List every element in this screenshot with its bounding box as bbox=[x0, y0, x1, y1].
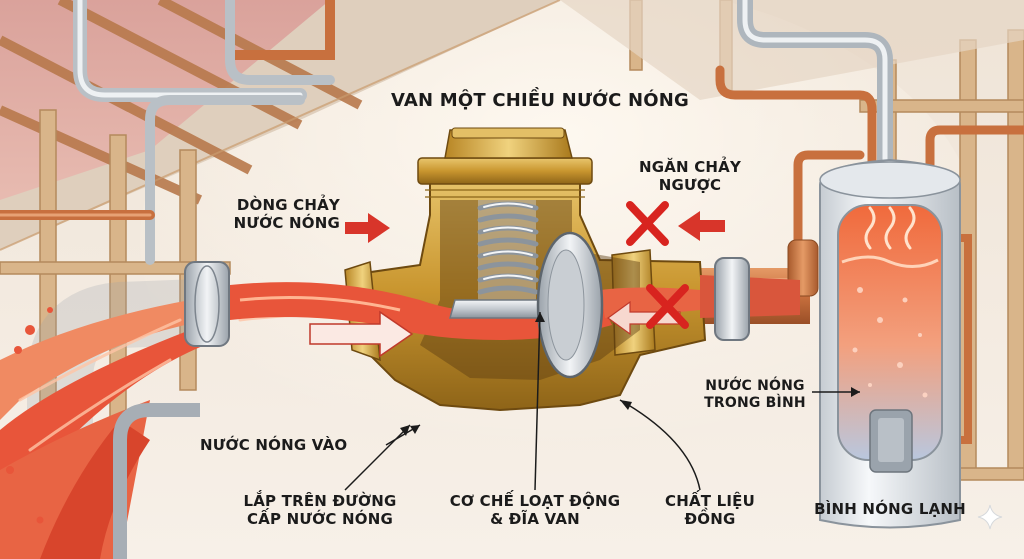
label-backflow-line1: NGĂN CHẢY bbox=[638, 158, 742, 176]
label-material-line2: ĐỒNG bbox=[684, 510, 736, 528]
label-mechanism-line2: & ĐĨA VAN bbox=[490, 510, 580, 528]
label-hot-in: NƯỚC NÓNG VÀO bbox=[200, 436, 348, 454]
label-material: CHẤT LIỆU ĐỒNG bbox=[655, 492, 765, 528]
label-heater: BÌNH NÓNG LẠNH bbox=[814, 500, 966, 518]
label-tank-water-line2: TRONG BÌNH bbox=[704, 394, 806, 411]
water-heater-tank bbox=[819, 158, 961, 529]
label-tank-water: NƯỚC NÓNG TRONG BÌNH bbox=[690, 378, 820, 412]
cross-icon bbox=[626, 201, 669, 246]
sparkle-icon bbox=[977, 504, 1003, 530]
label-hot-flow: DÒNG CHẢY NƯỚC NÓNG bbox=[150, 196, 340, 232]
label-mechanism-line1: CƠ CHẾ LOẠT ĐỘNG bbox=[449, 492, 621, 510]
label-hot-flow-line2: NƯỚC NÓNG bbox=[233, 214, 340, 232]
label-material-line1: CHẤT LIỆU bbox=[665, 492, 755, 510]
label-backflow-line2: NGƯỢC bbox=[658, 176, 722, 194]
label-tank-water-line1: NƯỚC NÓNG bbox=[705, 378, 805, 394]
label-install: LẮP TRÊN ĐƯỜNG CẤP NƯỚC NÓNG bbox=[230, 492, 410, 528]
diagram-title: VAN MỘT CHIỀU NƯỚC NÓNG bbox=[391, 90, 689, 111]
label-backflow: NGĂN CHẢY NGƯỢC bbox=[620, 158, 760, 194]
label-install-line2: CẤP NƯỚC NÓNG bbox=[246, 510, 394, 528]
label-hot-flow-line1: DÒNG CHẢY bbox=[236, 196, 340, 214]
label-mechanism: CƠ CHẾ LOẠT ĐỘNG & ĐĨA VAN bbox=[435, 492, 635, 528]
arrow-icon bbox=[345, 211, 725, 243]
label-install-line1: LẮP TRÊN ĐƯỜNG bbox=[243, 492, 397, 510]
